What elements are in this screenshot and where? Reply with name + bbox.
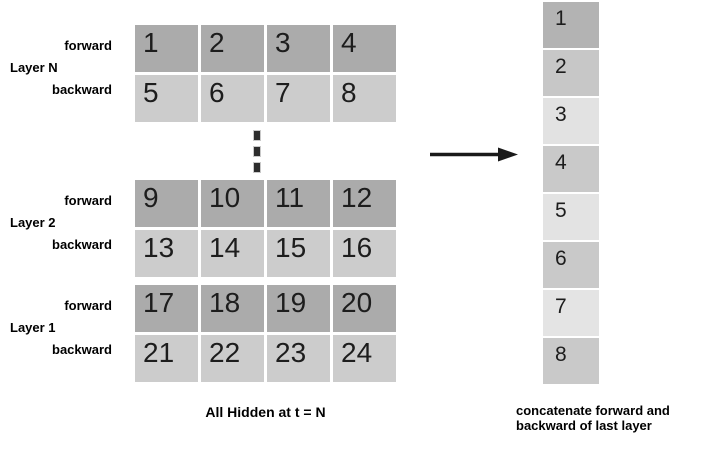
hidden-state-cell: 1 [135, 25, 198, 72]
layer-n-name: Layer N [10, 60, 58, 75]
hidden-state-cell: 13 [135, 230, 198, 277]
right-caption: concatenate forward and backward of last… [516, 403, 670, 433]
ellipsis-dash [253, 146, 261, 157]
hidden-state-cell: 15 [267, 230, 330, 277]
concat-cell: 1 [543, 2, 599, 48]
concat-cell: 2 [543, 50, 599, 96]
hidden-state-cell: 6 [201, 75, 264, 122]
hidden-state-cell: 22 [201, 335, 264, 382]
hidden-state-cell: 19 [267, 285, 330, 332]
forward-row-label: forward [64, 38, 112, 53]
ellipsis-dash [253, 130, 261, 141]
hidden-state-cell: 12 [333, 180, 396, 227]
forward-row-label: forward [64, 298, 112, 313]
concat-cell: 7 [543, 290, 599, 336]
concat-cell: 6 [543, 242, 599, 288]
ellipsis-dash [253, 162, 261, 173]
layer-1-name: Layer 1 [10, 320, 56, 335]
hidden-state-cell: 23 [267, 335, 330, 382]
hidden-state-cell: 20 [333, 285, 396, 332]
hidden-state-cell: 3 [267, 25, 330, 72]
concat-cell: 3 [543, 98, 599, 144]
hidden-state-cell: 10 [201, 180, 264, 227]
hidden-state-cell: 4 [333, 25, 396, 72]
hidden-state-cell: 16 [333, 230, 396, 277]
backward-row-label: backward [52, 82, 112, 97]
concat-cell: 4 [543, 146, 599, 192]
hidden-state-cell: 21 [135, 335, 198, 382]
hidden-state-cell: 11 [267, 180, 330, 227]
concat-cell: 5 [543, 194, 599, 240]
vertical-ellipsis-icon [253, 130, 262, 179]
hidden-state-cell: 14 [201, 230, 264, 277]
concat-cell: 8 [543, 338, 599, 384]
hidden-state-cell: 18 [201, 285, 264, 332]
backward-row-label: backward [52, 342, 112, 357]
layer-2-name: Layer 2 [10, 215, 56, 230]
hidden-state-cell: 5 [135, 75, 198, 122]
hidden-state-cell: 9 [135, 180, 198, 227]
hidden-state-cell: 8 [333, 75, 396, 122]
backward-row-label: backward [52, 237, 112, 252]
left-caption: All Hidden at t = N [205, 404, 326, 420]
right-arrow-icon [428, 146, 520, 163]
hidden-state-cell: 17 [135, 285, 198, 332]
hidden-state-cell: 24 [333, 335, 396, 382]
hidden-state-cell: 2 [201, 25, 264, 72]
forward-row-label: forward [64, 193, 112, 208]
hidden-state-cell: 7 [267, 75, 330, 122]
